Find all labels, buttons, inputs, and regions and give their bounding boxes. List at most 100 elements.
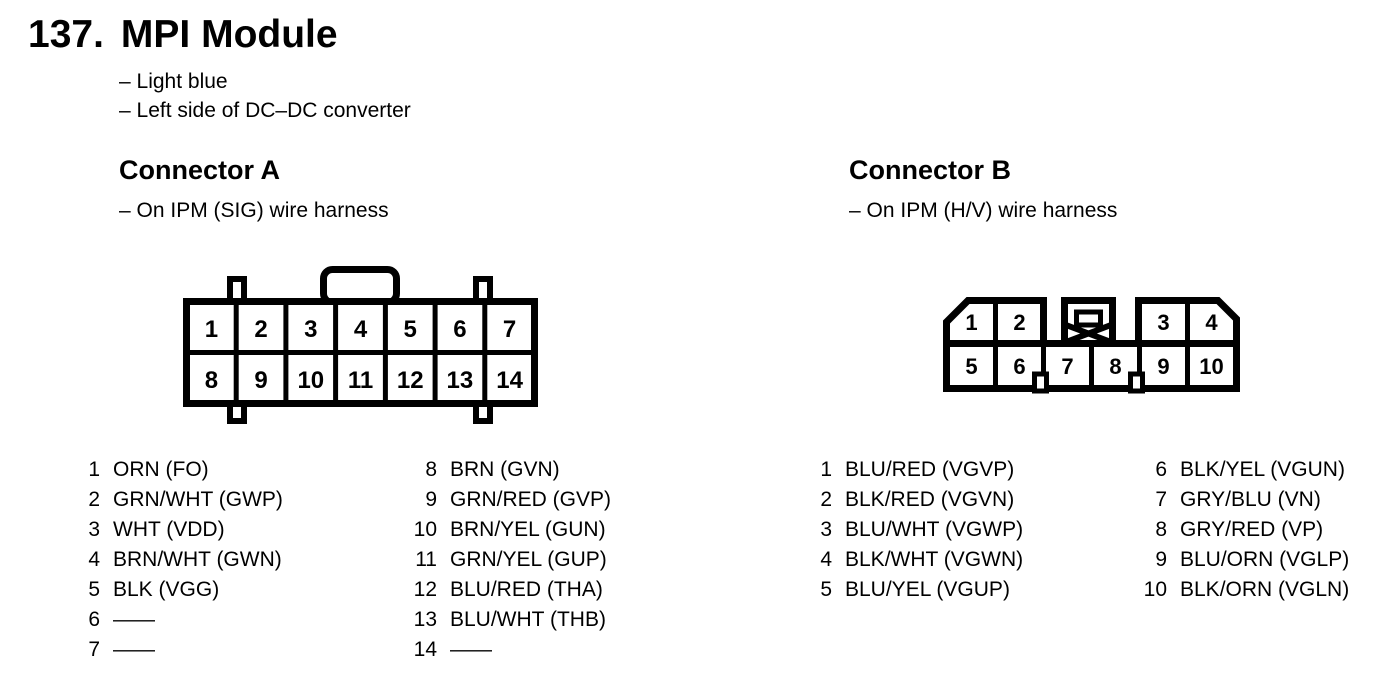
pin-label: BRN/WHT (GWN) — [113, 548, 282, 571]
pin-label: BRN (GVN) — [450, 458, 560, 481]
pin-row: 2 BLK/RED (VGVN) — [802, 485, 1023, 515]
pin-label: GRN/YEL (GUP) — [450, 548, 607, 571]
pin-label: BLU/ORN (VGLP) — [1180, 548, 1350, 571]
pin-label: —— — [113, 638, 155, 661]
pin-cell-number: 2 — [254, 316, 267, 343]
pin-label: BLU/YEL (VGUP) — [845, 578, 1010, 601]
connector-b-notch-right — [1128, 371, 1145, 394]
pin-label: WHT (VDD) — [113, 518, 225, 541]
pin-row: 9 BLU/ORN (VGLP) — [1127, 545, 1349, 575]
pin-cell-number: 10 — [1199, 354, 1223, 379]
connector-b-latch-cross — [1064, 322, 1113, 345]
pin-number: 2 — [820, 488, 832, 511]
pin-label: —— — [113, 608, 155, 631]
pin-number: 6 — [1155, 458, 1167, 481]
pin-label: BLU/WHT (VGWP) — [845, 518, 1024, 541]
pin-number: 13 — [413, 608, 437, 631]
pin-number: 8 — [1155, 518, 1167, 541]
pin-label: GRN/RED (GVP) — [450, 488, 612, 511]
pin-number: 6 — [88, 608, 100, 631]
pin-number: 3 — [88, 518, 100, 541]
pin-row: 7 —— — [70, 635, 283, 665]
pin-cell-number: 10 — [297, 367, 324, 394]
pin-number: 1 — [88, 458, 100, 481]
pin-cell-number: 12 — [397, 367, 424, 394]
connector-a-heading: Connector A — [119, 155, 280, 185]
pin-cell-number: 11 — [348, 367, 373, 394]
pin-number: 9 — [425, 488, 437, 511]
pin-cell-number: 1 — [965, 310, 977, 335]
pin-row: 10 BRN/YEL (GUN) — [397, 515, 611, 545]
pin-cell-number: 9 — [1157, 354, 1169, 379]
module-note-line: – Left side of DC–DC converter — [119, 99, 411, 122]
pin-row: 5 BLK (VGG) — [70, 575, 283, 605]
pin-row: 4 BLK/WHT (VGWN) — [802, 545, 1023, 575]
pin-row: 11 GRN/YEL (GUP) — [397, 545, 611, 575]
connector-b-notch-left — [1032, 371, 1049, 394]
pin-cell-number: 9 — [254, 367, 267, 394]
pin-row: 6 —— — [70, 605, 283, 635]
pin-number: 1 — [820, 458, 832, 481]
module-notes: – Light blue – Left side of DC–DC conver… — [119, 67, 411, 125]
pin-number: 3 — [820, 518, 832, 541]
connector-a-cell-dividers — [188, 303, 533, 402]
pin-number: 5 — [88, 578, 100, 601]
pin-row: 4 BRN/WHT (GWN) — [70, 545, 283, 575]
pin-label: —— — [450, 638, 492, 661]
connector-a-diagram: 1 2 3 4 5 6 7 8 9 10 11 12 13 14 — [183, 266, 538, 424]
connector-b-diagram: 1 2 3 4 5 6 7 8 9 10 — [943, 297, 1240, 394]
pin-label: BLK (VGG) — [113, 578, 220, 601]
pin-cell-number: 3 — [1157, 310, 1169, 335]
connector-b-pin-list-left: 1 BLU/RED (VGVP) 2 BLK/RED (VGVN) 3 BLU/WHT… — [802, 455, 1023, 605]
pin-cell-number: 5 — [404, 316, 417, 343]
pin-label: BLK/ORN (VGLN) — [1180, 578, 1350, 601]
pin-number: 10 — [1143, 578, 1167, 601]
section-title: MPI Module — [120, 13, 338, 56]
pin-row: 6 BLK/YEL (VGUN) — [1127, 455, 1349, 485]
pin-row: 10 BLK/ORN (VGLN) — [1127, 575, 1350, 605]
module-note-line: – Light blue — [119, 70, 228, 93]
pin-cell-number: 8 — [205, 367, 218, 394]
pin-row: 8 BRN (GVN) — [397, 455, 611, 485]
pin-row: 14 —— — [397, 635, 611, 665]
pin-cell-number: 5 — [965, 354, 977, 379]
pin-number: 9 — [1155, 548, 1167, 571]
pin-number: 5 — [820, 578, 832, 601]
pin-number: 8 — [425, 458, 437, 481]
pin-cell-number: 6 — [1013, 354, 1025, 379]
pin-cell-number: 7 — [503, 316, 516, 343]
pin-cell-number: 4 — [354, 316, 368, 343]
connector-a-pin-list-right: 8 BRN (GVN) 9 GRN/RED (GVP) 10 BRN/YEL (GUN… — [397, 455, 611, 665]
pin-number: 7 — [88, 638, 100, 661]
pin-cell-number: 6 — [453, 316, 466, 343]
pin-number: 4 — [820, 548, 832, 571]
connector-b-latch-slot — [1074, 309, 1103, 328]
pin-number: 14 — [413, 638, 437, 661]
pin-cell-number: 4 — [1205, 310, 1218, 335]
pin-label: BLK/WHT (VGWN) — [845, 548, 1024, 571]
pin-label: BLK/RED (VGVN) — [845, 488, 1015, 511]
pin-number: 4 — [88, 548, 100, 571]
pin-label: BLU/RED (VGVP) — [845, 458, 1015, 481]
pin-row: 9 GRN/RED (GVP) — [397, 485, 611, 515]
pin-number: 2 — [88, 488, 100, 511]
pin-cell-number: 8 — [1109, 354, 1121, 379]
pin-cell-number: 7 — [1061, 354, 1073, 379]
pin-number: 11 — [415, 548, 437, 571]
pin-number: 10 — [413, 518, 437, 541]
pin-label: BRN/YEL (GUN) — [450, 518, 606, 541]
pin-cell-number: 13 — [447, 367, 474, 394]
pin-cell-number: 3 — [304, 316, 317, 343]
pin-cell-number: 14 — [496, 367, 523, 394]
pin-label: BLK/YEL (VGUN) — [1180, 458, 1345, 481]
pin-number: 12 — [413, 578, 437, 601]
pin-row: 3 WHT (VDD) — [70, 515, 283, 545]
